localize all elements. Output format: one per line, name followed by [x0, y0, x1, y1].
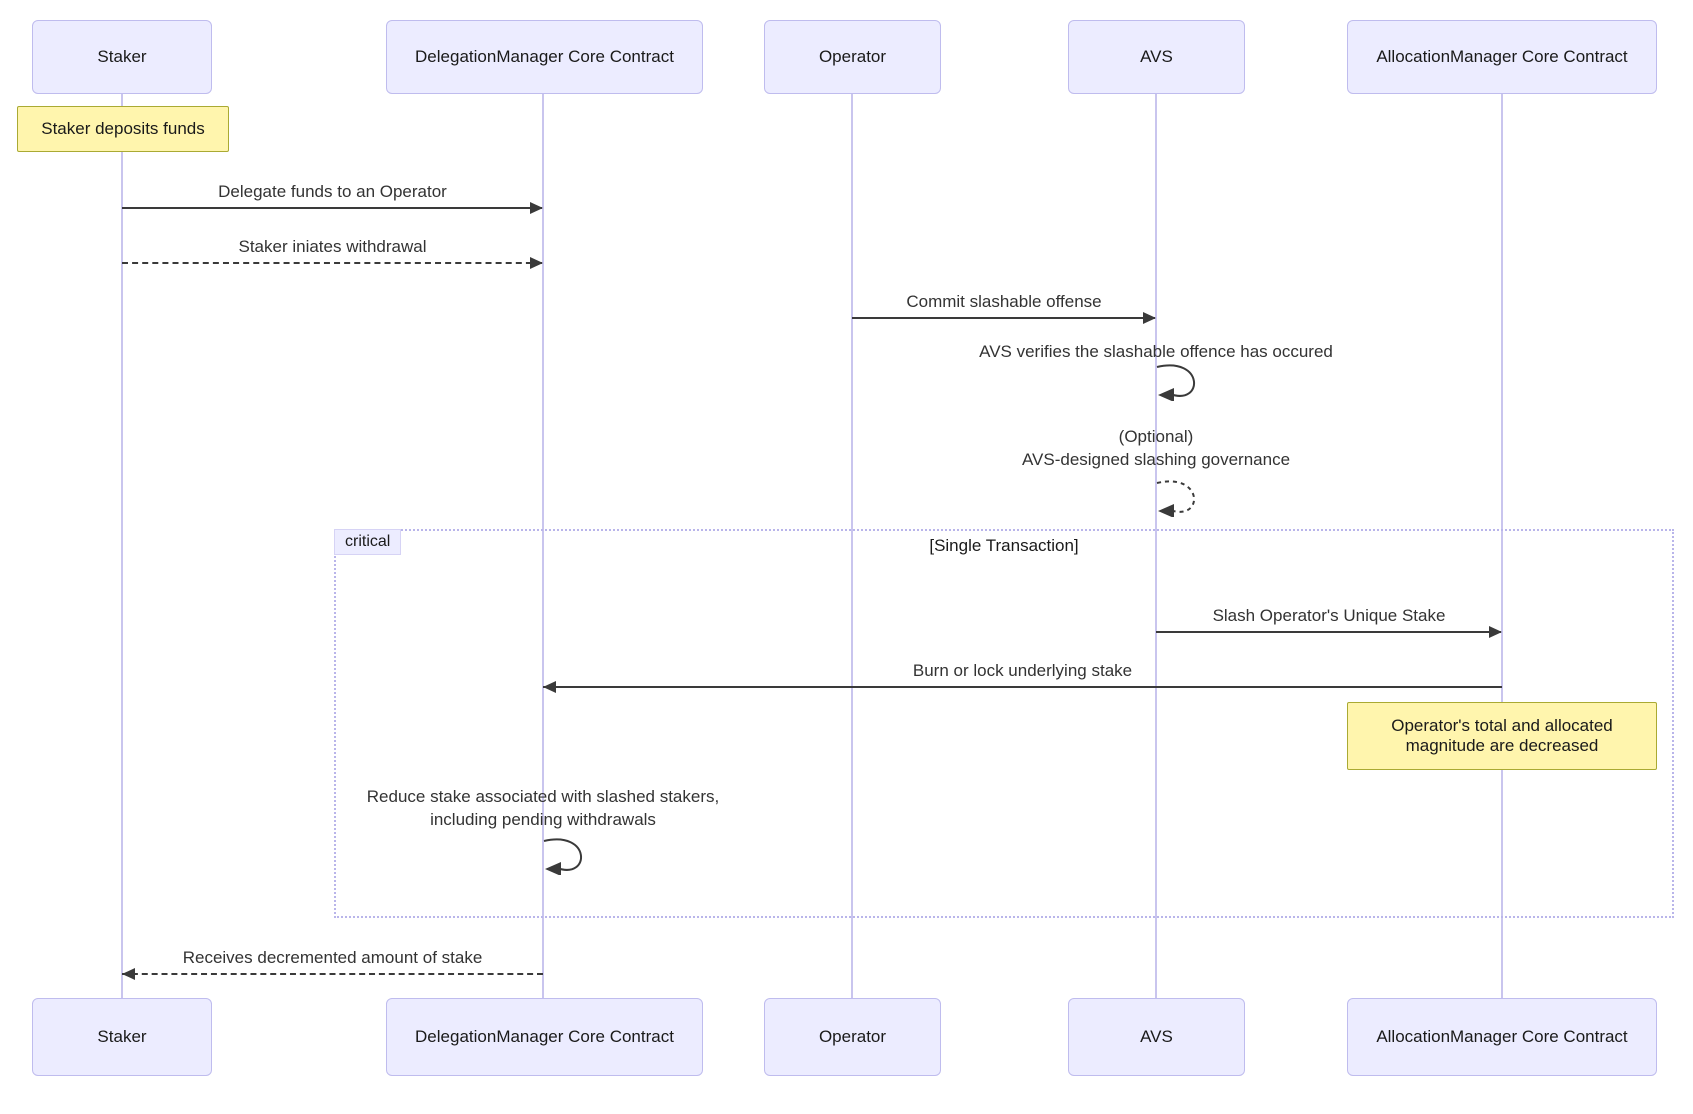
lifeline-delegation-manager	[542, 94, 544, 998]
message-arrow-slash-unique-stake	[1156, 631, 1501, 633]
note-staker-deposits-funds: Staker deposits funds	[17, 106, 229, 152]
lifeline-staker	[121, 94, 123, 998]
actor-bottom-staker: Staker	[32, 998, 212, 1076]
actor-bottom-operator: Operator	[764, 998, 941, 1076]
actor-label: AVS	[1140, 47, 1173, 66]
message-label-delegate-funds: Delegate funds to an Operator	[218, 182, 447, 201]
note-text: Operator's total and allocated magnitude…	[1391, 716, 1613, 755]
self-loop-arrow-icon	[543, 838, 582, 875]
arrowhead-right-icon	[530, 257, 543, 269]
critical-keyword-label: critical	[334, 529, 402, 555]
actor-top-avs: AVS	[1068, 20, 1245, 94]
critical-block: critical [Single Transaction]	[334, 529, 1674, 918]
actor-top-operator: Operator	[764, 20, 941, 94]
actor-label: Operator	[818, 1027, 887, 1046]
message-label-optional-governance: (Optional) AVS-designed slashing governa…	[1021, 427, 1291, 469]
actor-bottom-allocation-manager: AllocationManager Core Contract	[1347, 998, 1657, 1076]
lifeline-allocation-manager	[1501, 94, 1503, 998]
message-label-reduce-stake: Reduce stake associated with slashed sta…	[366, 787, 720, 829]
actor-label: DelegationManager Core Contract	[415, 47, 674, 66]
actor-label: AVS	[1140, 1027, 1173, 1046]
message-label-slash-unique-stake: Slash Operator's Unique Stake	[1212, 606, 1446, 625]
message-label-initiate-withdrawal: Staker iniates withdrawal	[238, 237, 427, 256]
actor-label: Staker	[97, 1027, 147, 1046]
message-label-burn-or-lock: Burn or lock underlying stake	[912, 661, 1133, 680]
self-loop-arrow-icon	[1156, 364, 1195, 401]
arrowhead-right-icon	[1489, 626, 1502, 638]
actor-top-staker: Staker	[32, 20, 212, 94]
critical-condition-label: [Single Transaction]	[929, 536, 1079, 555]
actor-top-allocation-manager: AllocationManager Core Contract	[1347, 20, 1657, 94]
arrowhead-left-icon	[122, 968, 135, 980]
lifeline-avs	[1155, 94, 1157, 998]
note-magnitude-decreased: Operator's total and allocated magnitude…	[1347, 702, 1657, 770]
self-loop-dashed-arrow-icon	[1156, 480, 1195, 517]
message-arrow-initiate-withdrawal	[122, 262, 542, 264]
message-arrow-burn-or-lock	[543, 686, 1502, 688]
note-text: Staker deposits funds	[41, 119, 205, 138]
actor-label: AllocationManager Core Contract	[1376, 47, 1628, 66]
actor-label: DelegationManager Core Contract	[415, 1027, 674, 1046]
arrowhead-left-icon	[543, 681, 556, 693]
message-label-avs-verifies: AVS verifies the slashable offence has o…	[979, 342, 1333, 361]
actor-label: AllocationManager Core Contract	[1376, 1027, 1628, 1046]
message-arrow-delegate-funds	[122, 207, 542, 209]
actor-top-delegation-manager: DelegationManager Core Contract	[386, 20, 703, 94]
actor-bottom-delegation-manager: DelegationManager Core Contract	[386, 998, 703, 1076]
actor-bottom-avs: AVS	[1068, 998, 1245, 1076]
actor-label: Staker	[97, 47, 147, 66]
arrowhead-right-icon	[1143, 312, 1156, 324]
arrowhead-right-icon	[530, 202, 543, 214]
message-label-commit-offense: Commit slashable offense	[906, 292, 1102, 311]
message-arrow-receives-decremented	[122, 973, 543, 975]
message-arrow-commit-offense	[852, 317, 1155, 319]
actor-label: Operator	[818, 47, 887, 66]
lifeline-operator	[851, 94, 853, 998]
message-label-receives-decremented: Receives decremented amount of stake	[182, 948, 483, 967]
